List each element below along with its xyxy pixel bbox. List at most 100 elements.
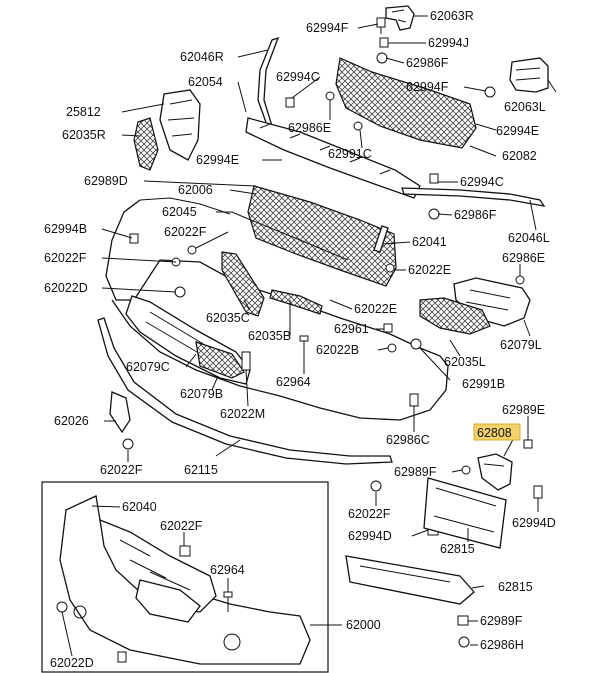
- label-62006: 62006: [178, 183, 213, 197]
- label-62022f: 62022F: [160, 519, 203, 533]
- fastener-62986f-top: [376, 52, 388, 64]
- plate-bracket-62815-b-drawing: [345, 555, 475, 605]
- highlight-62808: [473, 423, 521, 441]
- label-62815: 62815: [440, 542, 475, 556]
- label-62994d: 62994D: [348, 529, 392, 543]
- label-62961: 62961: [334, 322, 369, 336]
- label-62026: 62026: [54, 414, 89, 428]
- duct-25812-drawing: [159, 89, 201, 161]
- label-62040: 62040: [122, 500, 157, 514]
- label-62022f: 62022F: [44, 251, 87, 265]
- label-62022d: 62022D: [50, 656, 94, 670]
- label-62063r: 62063R: [430, 9, 474, 23]
- fastener-62994f-top: [376, 17, 386, 34]
- fastener-62989f-a: [461, 465, 471, 475]
- strip-62045-drawing: [231, 211, 349, 261]
- fastener-62961: [383, 323, 393, 333]
- label-62022f: 62022F: [100, 463, 143, 477]
- fastener-bottom: [117, 651, 127, 663]
- fastener-62986e-a: [325, 91, 335, 101]
- lip-62115-drawing: [97, 317, 393, 465]
- fastener-62991c: [353, 121, 363, 131]
- label-62986f: 62986F: [406, 56, 449, 70]
- fastener-62022d-b: [56, 601, 68, 613]
- bracket-62808-drawing: [477, 453, 513, 491]
- label-25812: 25812: [66, 105, 101, 119]
- bumper-assembly-62000-drawing: [59, 495, 311, 665]
- molding-62046l-drawing: [401, 187, 546, 207]
- fastener-62022f-a: [187, 245, 197, 255]
- label-62054: 62054: [188, 75, 223, 89]
- label-62989e: 62989E: [502, 403, 545, 417]
- fastener-62989e: [523, 439, 533, 449]
- label-62991b: 62991B: [462, 377, 505, 391]
- label-62994f: 62994F: [406, 80, 449, 94]
- label-62022e: 62022E: [408, 263, 451, 277]
- label-62815: 62815: [498, 580, 533, 594]
- grille-62079b-drawing: [195, 341, 245, 379]
- label-62035l: 62035L: [444, 355, 486, 369]
- grille-62035l-drawing: [419, 297, 491, 335]
- label-62994c: 62994C: [276, 70, 320, 84]
- fastener-62022f-e: [179, 545, 191, 557]
- grille-62035b-drawing: [269, 289, 323, 315]
- fastener-62022d-a: [174, 286, 186, 298]
- fastener-62994f-right: [484, 86, 496, 98]
- label-62994c: 62994C: [460, 175, 504, 189]
- label-62079l: 62079L: [500, 338, 542, 352]
- label-62964: 62964: [276, 375, 311, 389]
- fastener-62986e-b: [515, 275, 525, 285]
- leader-lines: [61, 15, 557, 657]
- label-62994d: 62994D: [512, 516, 556, 530]
- label-62082: 62082: [502, 149, 537, 163]
- fastener-62994c-a: [285, 97, 295, 108]
- label-62994b: 62994B: [44, 222, 87, 236]
- label-62115: 62115: [184, 463, 218, 477]
- label-62079c: 62079C: [126, 360, 170, 374]
- grille-62006-drawing: [247, 185, 397, 287]
- label-62986h: 62986H: [480, 638, 524, 652]
- label-62986c: 62986C: [386, 433, 430, 447]
- label-62986e: 62986E: [502, 251, 545, 265]
- fastener-62994j: [379, 37, 389, 48]
- fastener-62986h: [458, 636, 470, 648]
- reinforcement-62054-drawing: [245, 117, 421, 199]
- label-62046r: 62046R: [180, 50, 224, 64]
- label-62964: 62964: [210, 563, 245, 577]
- label-62994e: 62994E: [196, 153, 239, 167]
- fastener-62022f-d: [370, 480, 382, 492]
- fastener-62994d-b: [533, 485, 543, 499]
- label-62041: 62041: [412, 235, 447, 249]
- fastener-62022e-a: [385, 263, 395, 273]
- fastener-62989f-b: [457, 615, 469, 626]
- bracket-62026-drawing: [109, 391, 131, 434]
- label-62063l: 62063L: [504, 100, 546, 114]
- grille-62035c-drawing: [221, 251, 265, 317]
- label-62035c: 62035C: [206, 311, 250, 325]
- label-62994f: 62994F: [306, 21, 349, 35]
- plate-bracket-62815-a-drawing: [423, 477, 507, 549]
- label-62808: 62808: [477, 426, 512, 440]
- fastener-62991b: [410, 338, 422, 350]
- label-62035b: 62035B: [248, 329, 291, 343]
- fastener-62986c: [409, 393, 419, 407]
- label-62986f: 62986F: [454, 208, 497, 222]
- label-62994e: 62994E: [496, 124, 539, 138]
- label-62022f: 62022F: [348, 507, 391, 521]
- label-62000: 62000: [346, 618, 381, 632]
- label-62989f: 62989F: [480, 614, 523, 628]
- fastener-62022f-c: [122, 438, 134, 450]
- inset-box: [41, 481, 329, 673]
- bar-62041-drawing: [373, 225, 389, 253]
- label-62045: 62045: [162, 205, 197, 219]
- label-62991c: 62991C: [328, 147, 372, 161]
- fastener-62986f-b: [428, 208, 440, 220]
- label-62035r: 62035R: [62, 128, 106, 142]
- label-62994j: 62994J: [428, 36, 469, 50]
- label-62046l: 62046L: [508, 231, 550, 245]
- callout-labels: 62063R 62994F 62994J 62986F 62046R 62994…: [44, 9, 556, 670]
- label-62022f: 62022F: [164, 225, 207, 239]
- label-62022b: 62022B: [316, 343, 359, 357]
- label-62022m: 62022M: [220, 407, 265, 421]
